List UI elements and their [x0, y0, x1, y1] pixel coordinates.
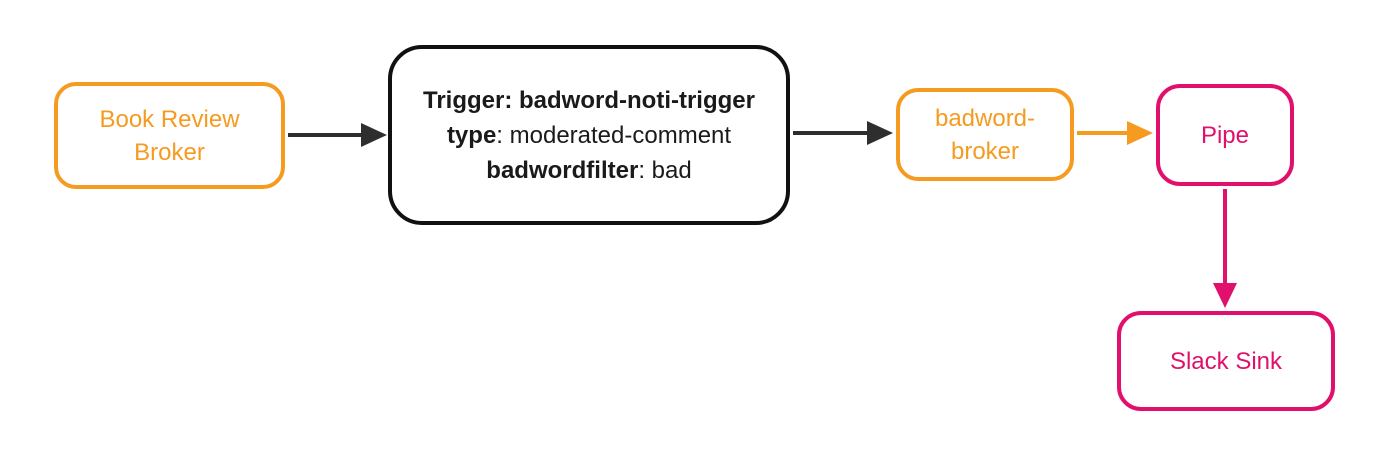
node-slack-sink: Slack Sink: [1117, 311, 1335, 411]
node-pipe-label: Pipe: [1200, 121, 1250, 149]
node-trigger: Trigger: badword-noti-trigger type: mode…: [388, 45, 790, 225]
node-pipe: Pipe: [1156, 84, 1294, 186]
arrow-book-review-broker-to-trigger: [288, 123, 387, 147]
node-book-review-broker: Book Review Broker: [54, 82, 285, 189]
node-badword-broker-label: badword-broker: [934, 104, 1036, 165]
trigger-line-name: Trigger: badword-noti-trigger: [423, 86, 755, 114]
arrow-pipe-to-slack-sink: [1213, 189, 1237, 308]
trigger-line-badwordfilter: badwordfilter: bad: [486, 156, 692, 184]
trigger-line-type: type: moderated-comment: [446, 121, 732, 149]
node-slack-sink-label: Slack Sink: [1169, 347, 1283, 375]
node-badword-broker: badword-broker: [896, 88, 1074, 181]
arrow-badword-broker-to-pipe: [1077, 121, 1153, 145]
node-book-review-broker-label: Book Review Broker: [99, 105, 240, 166]
arrow-trigger-to-badword-broker: [793, 121, 893, 145]
